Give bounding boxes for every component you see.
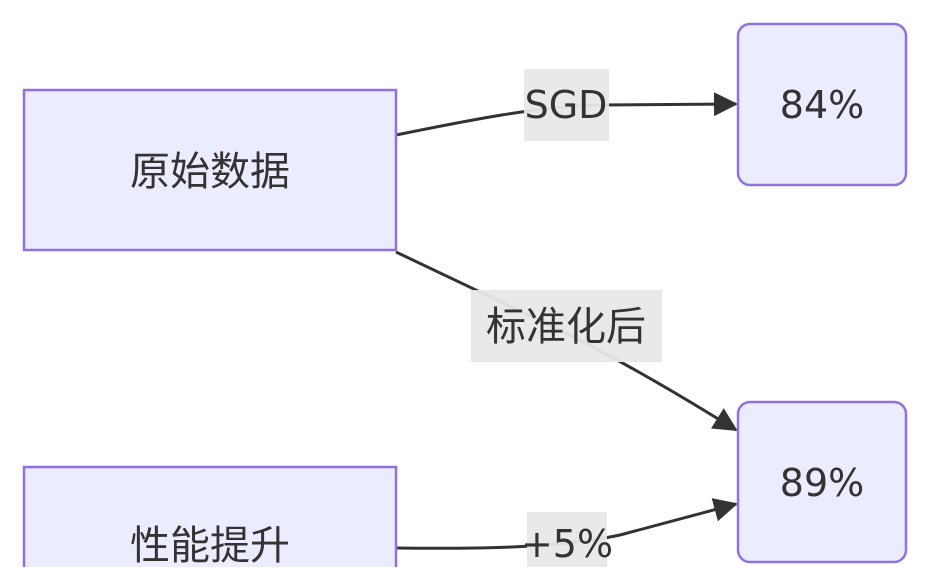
node-acc-84-label: 84% xyxy=(780,83,864,127)
node-raw-data-label: 原始数据 xyxy=(130,149,290,195)
edge-label-normalized: 标准化后 xyxy=(471,290,662,362)
node-acc-89-label: 89% xyxy=(780,461,864,505)
edge-label-normalized-text: 标准化后 xyxy=(486,304,646,350)
node-perf-gain-label: 性能提升 xyxy=(130,523,290,568)
node-raw-data[interactable]: 原始数据 xyxy=(22,88,398,252)
edge-label-sgd-text: SGD xyxy=(525,83,608,127)
edge-label-gain-text: +5% xyxy=(521,522,613,566)
node-acc-89[interactable]: 89% xyxy=(736,400,908,564)
node-perf-gain[interactable]: 性能提升 xyxy=(22,465,398,568)
edge-label-sgd: SGD xyxy=(524,69,609,141)
edge-label-gain: +5% xyxy=(521,512,613,567)
node-acc-84[interactable]: 84% xyxy=(736,22,908,187)
